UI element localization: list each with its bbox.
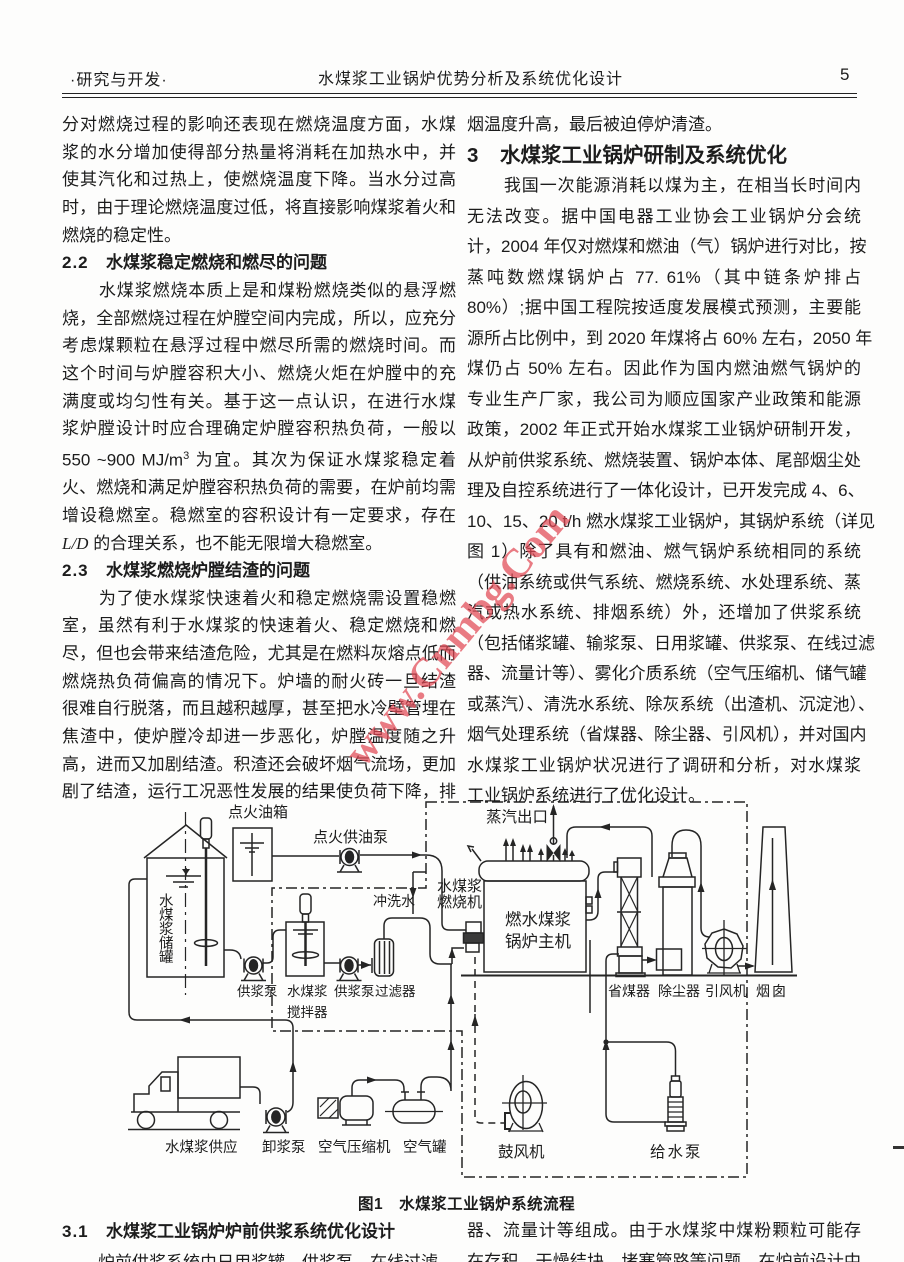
svg-text:引风机: 引风机 — [705, 983, 747, 999]
svg-text:水煤浆: 水煤浆 — [287, 984, 328, 999]
svg-text:浆: 浆 — [159, 920, 174, 938]
svg-text:燃水煤浆: 燃水煤浆 — [505, 910, 571, 929]
svg-text:卸浆泵: 卸浆泵 — [262, 1138, 306, 1156]
svg-text:搅拌器: 搅拌器 — [287, 1005, 328, 1020]
svg-text:冲洗水: 冲洗水 — [373, 893, 415, 909]
svg-text:烟囱: 烟囱 — [756, 983, 788, 999]
svg-text:燃烧机: 燃烧机 — [437, 893, 482, 911]
svg-text:锅炉主机: 锅炉主机 — [505, 932, 572, 951]
svg-text:除尘器: 除尘器 — [658, 983, 700, 999]
svg-text:煤: 煤 — [159, 907, 174, 924]
svg-text:鼓风机: 鼓风机 — [498, 1143, 545, 1161]
svg-text:罐: 罐 — [159, 949, 174, 966]
svg-text:空气罐: 空气罐 — [403, 1139, 447, 1156]
svg-text:蒸汽出口: 蒸汽出口 — [486, 808, 548, 826]
svg-text:空气压缩机: 空气压缩机 — [318, 1139, 391, 1156]
svg-text:水: 水 — [159, 893, 174, 910]
svg-text:储: 储 — [159, 935, 174, 952]
svg-text:水煤浆: 水煤浆 — [437, 877, 482, 895]
svg-text:给水泵: 给水泵 — [650, 1143, 703, 1161]
svg-text:省煤器: 省煤器 — [608, 983, 650, 999]
svg-text:水煤浆供应: 水煤浆供应 — [165, 1138, 238, 1156]
svg-text:供浆泵: 供浆泵 — [334, 984, 375, 999]
svg-text:供浆泵: 供浆泵 — [237, 984, 278, 999]
svg-text:点火供油泵: 点火供油泵 — [313, 829, 388, 846]
svg-text:过滤器: 过滤器 — [375, 984, 416, 999]
svg-text:点火油箱: 点火油箱 — [228, 804, 288, 821]
